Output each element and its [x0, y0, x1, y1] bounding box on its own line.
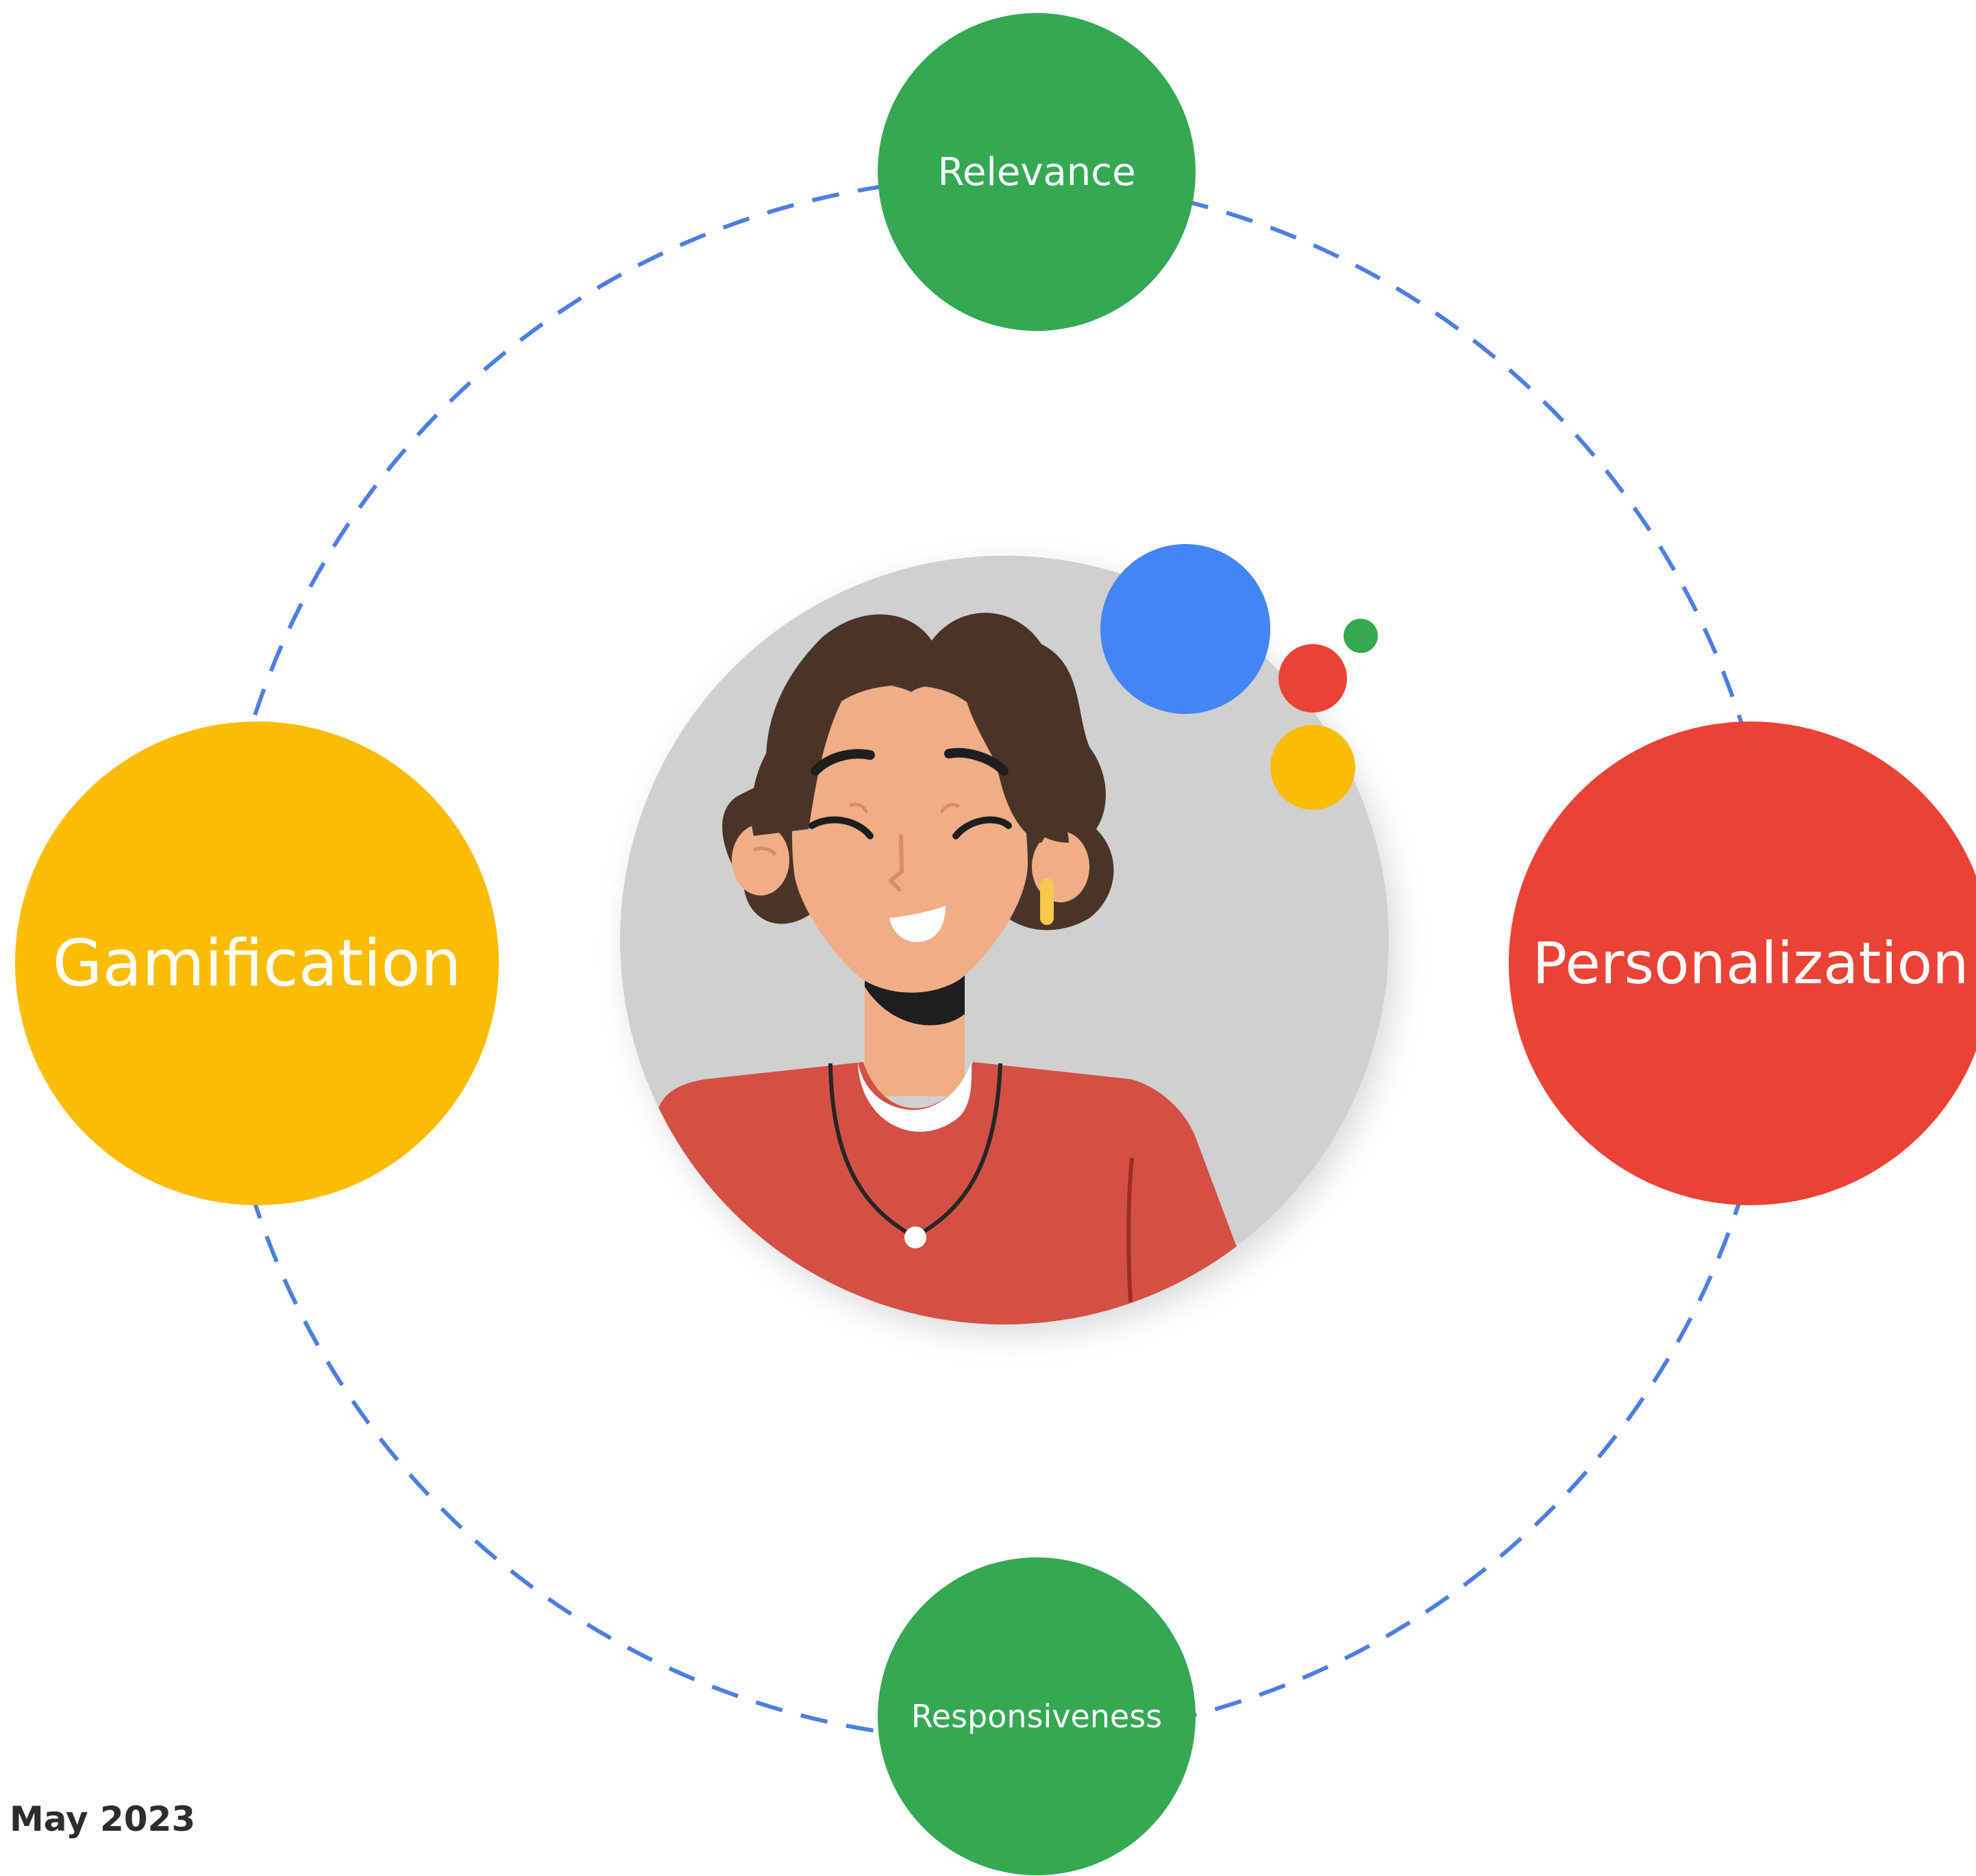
sleeve-line [1126, 1157, 1134, 1303]
collar [858, 1062, 972, 1132]
eye-crease-left [849, 802, 868, 813]
necklace-pendant [904, 1226, 926, 1248]
eye-right [952, 816, 1012, 839]
date-label: May 2023 [10, 1799, 196, 1839]
ear-detail [753, 846, 778, 856]
nose [889, 834, 904, 891]
face [792, 685, 1028, 993]
personalization-label: Personalization [1532, 930, 1969, 997]
assistant-dot-green [1344, 619, 1378, 653]
responsiveness-label: Responsiveness [911, 1698, 1163, 1735]
assistant-dot-yellow [1270, 725, 1355, 810]
assistant-dot-blue [1100, 544, 1270, 714]
personalization-node: Personalization [1509, 721, 1976, 1205]
eye-crease-right [940, 802, 960, 813]
hair-side-right [980, 706, 1050, 843]
responsiveness-node: Responsiveness [878, 1557, 1196, 1875]
hair-side-left [751, 697, 843, 836]
center-portrait [620, 544, 1389, 1324]
relevance-node: Relevance [878, 13, 1196, 331]
gamification-label: Gamification [52, 926, 462, 1001]
relevance-label: Relevance [937, 149, 1136, 195]
mouth [889, 906, 946, 942]
assistant-dot-red [1279, 644, 1347, 713]
brow-left [811, 749, 875, 776]
earring [1040, 878, 1054, 925]
ear-left [732, 824, 789, 896]
gamification-node: Gamification [15, 721, 499, 1205]
eye-left [808, 816, 874, 839]
brow-right [944, 748, 1009, 776]
